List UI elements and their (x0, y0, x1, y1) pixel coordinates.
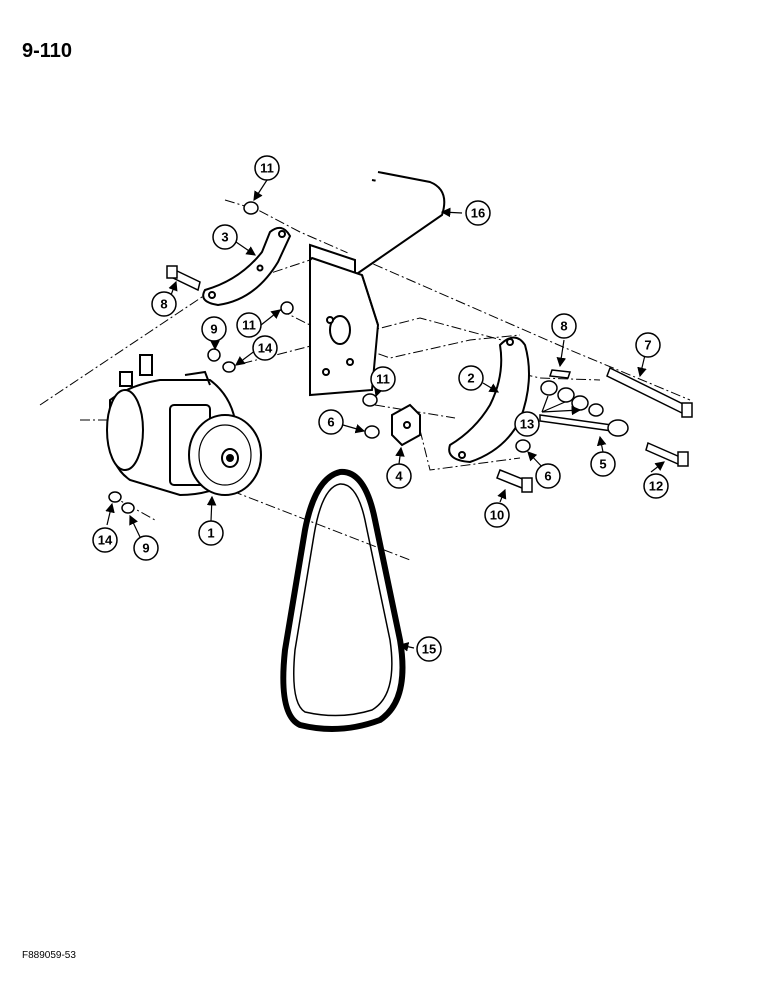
svg-text:8: 8 (560, 319, 567, 334)
svg-text:4: 4 (395, 469, 403, 484)
svg-text:10: 10 (490, 508, 504, 523)
svg-text:11: 11 (242, 318, 256, 333)
callout-11-middle: 11 (236, 312, 262, 338)
callout-3: 3 (212, 224, 238, 250)
callout-11-center: 11 (370, 366, 396, 392)
callout-16: 16 (465, 200, 491, 226)
callout-8-left: 8 (151, 291, 177, 317)
callout-13: 13 (514, 411, 540, 437)
callout-15: 15 (416, 636, 442, 662)
bracket-upper-left (202, 226, 292, 307)
svg-text:6: 6 (327, 415, 334, 430)
callout-9-upper: 9 (201, 316, 227, 342)
svg-text:14: 14 (258, 341, 273, 356)
svg-text:9: 9 (142, 541, 149, 556)
hardware-bolts (166, 265, 693, 493)
svg-text:3: 3 (221, 230, 228, 245)
callout-14-lower: 14 (92, 527, 118, 553)
svg-text:8: 8 (160, 297, 167, 312)
svg-text:11: 11 (376, 372, 390, 387)
svg-text:12: 12 (649, 479, 663, 494)
figure-code: F889059-53 (22, 950, 76, 961)
svg-text:9: 9 (210, 322, 217, 337)
svg-text:15: 15 (422, 642, 436, 657)
svg-text:5: 5 (599, 457, 606, 472)
leader-lines (105, 179, 665, 652)
callout-6-left: 6 (318, 409, 344, 435)
callout-11-top: 11 (254, 155, 280, 181)
callout-6-right: 6 (535, 463, 561, 489)
callout-10: 10 (484, 502, 510, 528)
adjusting-block (391, 403, 421, 447)
bracket-right (448, 336, 530, 464)
callout-5: 5 (590, 451, 616, 477)
svg-text:1: 1 (207, 526, 214, 541)
svg-text:16: 16 (471, 206, 485, 221)
callout-2: 2 (458, 365, 484, 391)
svg-text:14: 14 (98, 533, 113, 548)
svg-text:7: 7 (644, 338, 651, 353)
compressor (106, 354, 262, 497)
page-number: 9-110 (22, 40, 73, 62)
v-belt (280, 468, 406, 732)
callout-4: 4 (386, 463, 412, 489)
svg-text:11: 11 (260, 161, 274, 176)
svg-text:6: 6 (544, 469, 551, 484)
callout-7: 7 (635, 332, 661, 358)
callout-9-lower: 9 (133, 535, 159, 561)
callouts: 1 2 3 4 5 6 6 7 8 8 9 9 10 11 11 11 12 1… (92, 155, 669, 662)
svg-text:2: 2 (467, 371, 474, 386)
callout-12: 12 (643, 473, 669, 499)
callout-8-right: 8 (551, 313, 577, 339)
mounting-bracket-with-handle (309, 171, 446, 397)
svg-text:13: 13 (520, 417, 534, 432)
callout-1: 1 (198, 520, 224, 546)
callout-14-upper: 14 (252, 335, 278, 361)
